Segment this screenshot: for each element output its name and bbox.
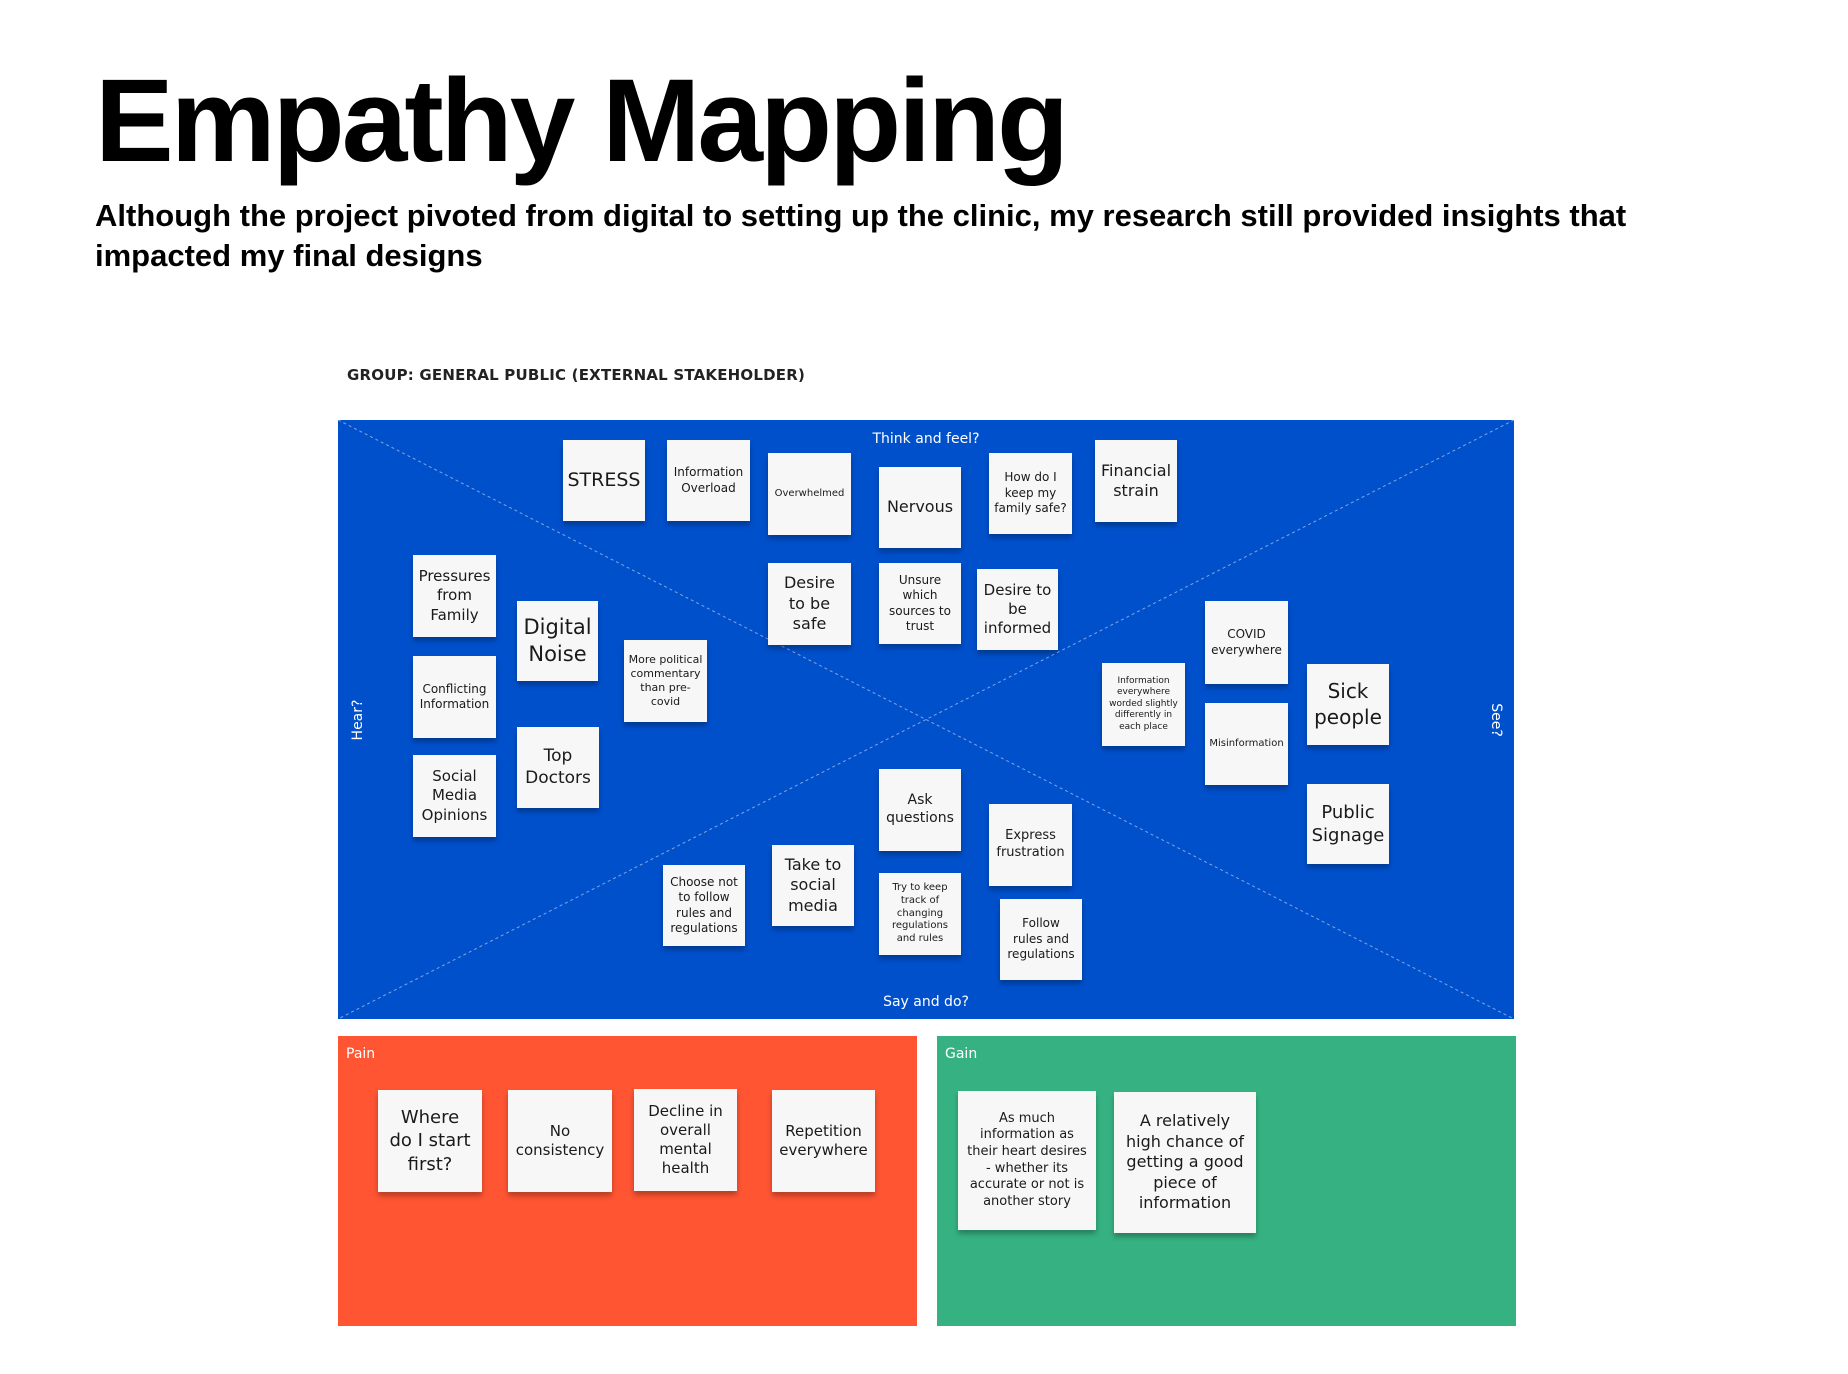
sticky-note[interactable]: No consistency — [508, 1090, 612, 1192]
sticky-note[interactable]: More political commentary than pre- covi… — [624, 640, 707, 722]
page-subtitle: Although the project pivoted from digita… — [95, 198, 1627, 273]
page-title: Empathy Mapping — [95, 55, 1069, 187]
sticky-note[interactable]: Pressures from Family — [413, 555, 496, 637]
sticky-note[interactable]: Social Media Opinions — [413, 755, 496, 837]
see-label: See? — [1488, 703, 1504, 737]
sticky-note[interactable]: How do I keep my family safe? — [989, 453, 1072, 534]
say-do-label: Say and do? — [883, 994, 969, 1010]
pain-label: Pain — [346, 1046, 376, 1062]
sticky-note[interactable]: Try to keep track of changing regulation… — [879, 873, 961, 955]
hear-label: Hear? — [350, 699, 366, 741]
sticky-note[interactable]: Where do I start first? — [378, 1090, 482, 1192]
sticky-note[interactable]: Ask questions — [879, 769, 961, 851]
gain-label: Gain — [945, 1046, 978, 1062]
sticky-note[interactable]: Information Overload — [667, 440, 750, 521]
sticky-note[interactable]: Information everywhere worded slightly d… — [1102, 663, 1185, 746]
sticky-note[interactable]: Conflicting Information — [413, 656, 496, 738]
sticky-note[interactable]: COVID everywhere — [1205, 601, 1288, 684]
think-feel-label: Think and feel? — [872, 431, 980, 447]
sticky-note[interactable]: Overwhelmed — [768, 453, 851, 535]
sticky-note[interactable]: Decline in overall mental health — [634, 1089, 737, 1191]
sticky-note[interactable]: Follow rules and regulations — [1000, 899, 1082, 980]
map-diagonals — [338, 420, 1514, 1019]
sticky-note[interactable]: Public Signage — [1307, 784, 1389, 864]
sticky-note[interactable]: Nervous — [879, 467, 961, 548]
sticky-note[interactable]: Unsure which sources to trust — [879, 563, 961, 644]
sticky-note[interactable]: Repetition everywhere — [772, 1090, 875, 1192]
sticky-note[interactable]: As much information as their heart desir… — [958, 1091, 1096, 1230]
sticky-note[interactable]: Take to social media — [772, 845, 854, 926]
sticky-note[interactable]: Misinformation — [1205, 703, 1288, 785]
sticky-note[interactable]: A relatively high chance of getting a go… — [1114, 1092, 1256, 1233]
sticky-note[interactable]: STRESS — [563, 440, 645, 521]
pain-board: Pain Where do I start first? No consiste… — [338, 1036, 917, 1326]
group-label: GROUP: GENERAL PUBLIC (EXTERNAL STAKEHOL… — [347, 366, 806, 384]
sticky-note[interactable]: Financial strain — [1095, 440, 1177, 522]
empathy-map-board: Think and feel? Hear? See? Say and do? S… — [338, 420, 1514, 1019]
sticky-note[interactable]: Digital Noise — [517, 601, 598, 681]
sticky-note[interactable]: Choose not to follow rules and regulatio… — [663, 865, 745, 946]
gain-board: Gain As much information as their heart … — [937, 1036, 1516, 1326]
sticky-note[interactable]: Desire to be safe — [768, 563, 851, 645]
sticky-note[interactable]: Desire to be informed — [977, 569, 1058, 650]
sticky-note[interactable]: Top Doctors — [517, 727, 599, 808]
sticky-note[interactable]: Sick people — [1307, 664, 1389, 745]
sticky-note[interactable]: Express frustration — [989, 804, 1072, 886]
